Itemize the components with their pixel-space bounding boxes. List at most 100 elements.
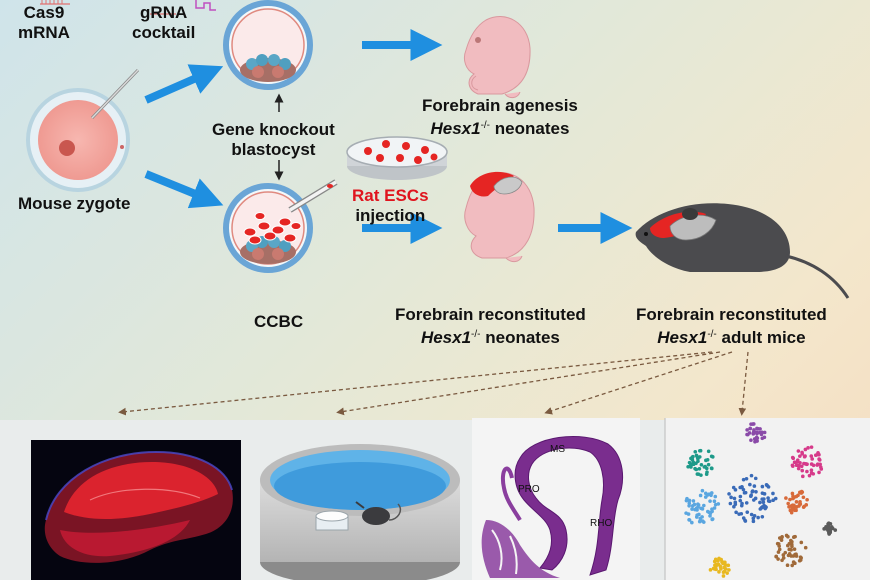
tsne-point [787, 505, 791, 509]
tsne-point [791, 496, 795, 501]
tsne-point [745, 428, 749, 432]
tsne-point [755, 439, 759, 443]
agenesis-label: Forebrain agenesis Hesx1-/- neonates [422, 96, 578, 139]
recon-adult-sup: -/- [707, 329, 717, 340]
tsne-point [725, 571, 729, 575]
tsne-point [774, 554, 778, 559]
tsne-point [811, 472, 816, 476]
tsne-point [764, 505, 768, 510]
tsne-point [785, 563, 790, 568]
tsne-point [692, 502, 697, 507]
ms-label: MS [550, 444, 565, 455]
tsne-point [708, 514, 712, 518]
tsne-point [789, 538, 793, 543]
tsne-point [691, 454, 695, 459]
tsne-point [722, 565, 726, 570]
ccbc-blastocyst [223, 179, 338, 273]
pro-label: PRO [518, 484, 540, 495]
tsne-point [752, 484, 757, 488]
tsne-point [755, 426, 759, 431]
tsne-point [690, 507, 694, 511]
tsne-point [694, 467, 699, 472]
recon-neonate-label: Forebrain reconstituted Hesx1-/- neonate… [395, 305, 586, 348]
tsne-point [806, 446, 810, 450]
injection-text: injection [355, 206, 426, 225]
tsne-point [829, 525, 834, 529]
tsne-point [702, 465, 707, 469]
tsne-point [751, 519, 756, 524]
tsne-point [786, 534, 790, 539]
recon-adult-label: Forebrain reconstituted Hesx1-/- adult m… [636, 305, 827, 348]
tsne-point [762, 430, 767, 435]
tsne-point [764, 483, 769, 487]
tsne-point [776, 557, 780, 561]
tsne-point [791, 554, 796, 558]
tsne-point [751, 422, 756, 426]
tsne-point [712, 567, 717, 571]
tsne-point [794, 500, 799, 504]
tsne-point [777, 547, 782, 552]
recon-neo-text: Forebrain reconstituted [395, 305, 586, 324]
tsne-point [753, 496, 758, 501]
tsne-point [759, 506, 764, 510]
tsne-point [762, 492, 767, 496]
tsne-point [708, 511, 713, 516]
tsne-point [732, 504, 736, 509]
tsne-point [796, 466, 801, 471]
tsne-point [752, 428, 756, 432]
tsne-point [690, 520, 694, 525]
tsne-point [815, 452, 820, 457]
tsne-point [693, 449, 698, 454]
tsne-point [741, 477, 746, 482]
tsne-point [771, 491, 775, 496]
grna-text: gRNA [140, 3, 188, 22]
tsne-point [712, 499, 717, 503]
tsne-point [739, 511, 744, 516]
tsne-point [752, 514, 757, 518]
tsne-point [699, 463, 704, 467]
tsne-point [790, 491, 795, 496]
tsne-point [760, 514, 765, 519]
tsne-point [777, 536, 782, 540]
tsne-point [743, 519, 748, 523]
tsne-point [760, 484, 765, 489]
rat-escs-label: Rat ESCs injection [352, 186, 429, 226]
fluorescent-brain-panel [31, 440, 241, 580]
tsne-point [705, 493, 710, 497]
tsne-point [749, 473, 754, 478]
blastocyst-text: blastocyst [231, 140, 316, 159]
tsne-point [697, 455, 702, 459]
water-maze-panel [250, 440, 460, 580]
tsne-point [815, 462, 820, 466]
tsne-point [749, 512, 754, 517]
tsne-point [787, 541, 792, 546]
tsne-point [700, 488, 705, 493]
tsne-point [800, 452, 805, 456]
tsne-point [727, 568, 731, 572]
tsne-point [771, 498, 775, 503]
rho-label: RHO [590, 518, 613, 529]
agenesis-neonates-text: neonates [494, 119, 570, 138]
tsne-point [803, 447, 808, 452]
recon-neo-gene: Hesx1 [420, 328, 472, 347]
tsne-point [710, 507, 714, 512]
tsne-point [781, 556, 786, 560]
tsne-point [805, 497, 809, 502]
tsne-point [790, 455, 795, 460]
tsne-point [708, 499, 712, 503]
tsne-point [748, 426, 752, 431]
tsne-point [700, 519, 705, 523]
dashed-arrows [118, 351, 749, 416]
tsne-point [783, 550, 788, 555]
tsne-point [805, 469, 809, 474]
tsne-point [792, 503, 796, 508]
mrna-text: mRNA [18, 23, 70, 42]
tsne-point [790, 507, 794, 512]
tsne-point [754, 435, 759, 440]
tsne-point [731, 485, 736, 490]
rat-cell [243, 212, 302, 245]
ccbc-label: CCBC [254, 312, 304, 331]
tsne-point [749, 422, 753, 426]
tsne-point [761, 500, 766, 505]
histology-panel [472, 418, 640, 580]
